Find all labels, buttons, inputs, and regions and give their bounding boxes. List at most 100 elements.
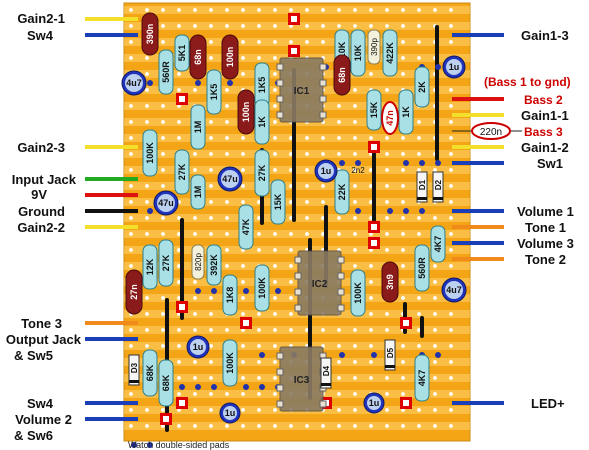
hole	[177, 344, 181, 348]
hole	[129, 216, 133, 220]
hole	[449, 232, 453, 236]
offboard-wires: 220n	[85, 17, 522, 421]
hole	[321, 216, 325, 220]
solder-point	[195, 80, 201, 86]
hole	[273, 152, 277, 156]
resistor-1m-a	[190, 104, 206, 150]
hole	[385, 152, 389, 156]
diode-d2-label: D2	[434, 179, 443, 190]
hole	[177, 136, 181, 140]
hole	[145, 184, 149, 188]
cap-4u7-a-top	[125, 74, 143, 92]
solder-point	[147, 80, 153, 86]
hole	[449, 424, 453, 428]
solder-point	[435, 160, 441, 166]
hole	[369, 248, 373, 252]
hole	[449, 392, 453, 396]
resistor-560r-b-label: 560R	[417, 257, 427, 279]
hole	[209, 56, 213, 60]
hole	[385, 232, 389, 236]
wire-gain2-3	[85, 145, 138, 149]
hole	[225, 136, 229, 140]
hole	[225, 248, 229, 252]
label-bass3: Bass 3	[524, 125, 563, 139]
hole	[401, 360, 405, 364]
resistor-100k-a-label: 100K	[145, 142, 155, 164]
hole	[129, 344, 133, 348]
diode-d3	[128, 354, 140, 386]
hole	[209, 136, 213, 140]
hole	[273, 408, 277, 412]
solder-point	[355, 208, 361, 214]
cap-47n	[381, 101, 399, 135]
hole	[241, 408, 245, 412]
wire-sw1	[452, 161, 504, 165]
cap-68n-b-label: 68n	[337, 67, 347, 83]
hole	[193, 392, 197, 396]
hole	[449, 136, 453, 140]
cap-47u-b-label: 47u	[158, 198, 174, 208]
hole	[241, 312, 245, 316]
hole	[225, 264, 229, 268]
hole	[289, 184, 293, 188]
resistor-27k-a	[174, 149, 190, 195]
cap-390n-label: 390n	[145, 24, 155, 45]
hole	[385, 216, 389, 220]
hole	[145, 328, 149, 332]
resistor-4k7-b-label: 4K7	[417, 370, 427, 387]
label-gain1-1: Gain1-1	[521, 108, 569, 123]
hole	[289, 24, 293, 28]
cap-1u-a-top	[446, 59, 462, 75]
cap-4u7-b-label: 4u7	[446, 285, 462, 295]
hole	[337, 104, 341, 108]
hole	[257, 248, 261, 252]
hole	[417, 152, 421, 156]
hole	[193, 328, 197, 332]
hole	[241, 376, 245, 380]
hole	[305, 24, 309, 28]
hole	[433, 344, 437, 348]
hole	[305, 200, 309, 204]
hole	[401, 168, 405, 172]
hole	[241, 424, 245, 428]
hole	[129, 328, 133, 332]
hole	[353, 248, 357, 252]
copper-strip	[124, 38, 470, 46]
resistor-560r-b	[414, 244, 430, 292]
hole	[353, 264, 357, 268]
hole	[257, 232, 261, 236]
copper-strip	[124, 278, 470, 286]
hole	[209, 408, 213, 412]
cap-220n-label: 220n	[480, 127, 502, 138]
hole	[209, 344, 213, 348]
hole	[273, 280, 277, 284]
wire-sw4-b	[85, 401, 138, 405]
ic1	[279, 57, 324, 123]
hole	[353, 104, 357, 108]
cap-1u-e-top	[223, 406, 237, 420]
label-sw4-bottom: Sw4	[26, 396, 53, 411]
ic2-pin	[294, 288, 302, 296]
resistor-1k5a-label: 1K5	[209, 84, 219, 101]
resistor-47k	[238, 204, 254, 250]
hole	[449, 216, 453, 220]
cap-47u-a-label: 47u	[222, 174, 238, 184]
hole	[369, 216, 373, 220]
hole	[385, 312, 389, 316]
resistor-12k-label: 12K	[145, 258, 155, 275]
diode-d1	[416, 171, 428, 203]
hole	[305, 136, 309, 140]
cap-27n-label: 27n	[129, 284, 139, 300]
label-gain1-3: Gain1-3	[521, 28, 569, 43]
cap-68n-a-label: 68n	[193, 49, 203, 65]
copper-strip	[124, 310, 470, 318]
resistor-1k-a-label: 1K	[257, 116, 267, 128]
hole	[321, 152, 325, 156]
resistor-1k-b-label: 1K	[401, 106, 411, 118]
hole	[337, 392, 341, 396]
hole	[305, 328, 309, 332]
ic1-pin	[276, 79, 284, 87]
resistor-4k7-b	[414, 354, 430, 402]
hole	[145, 232, 149, 236]
